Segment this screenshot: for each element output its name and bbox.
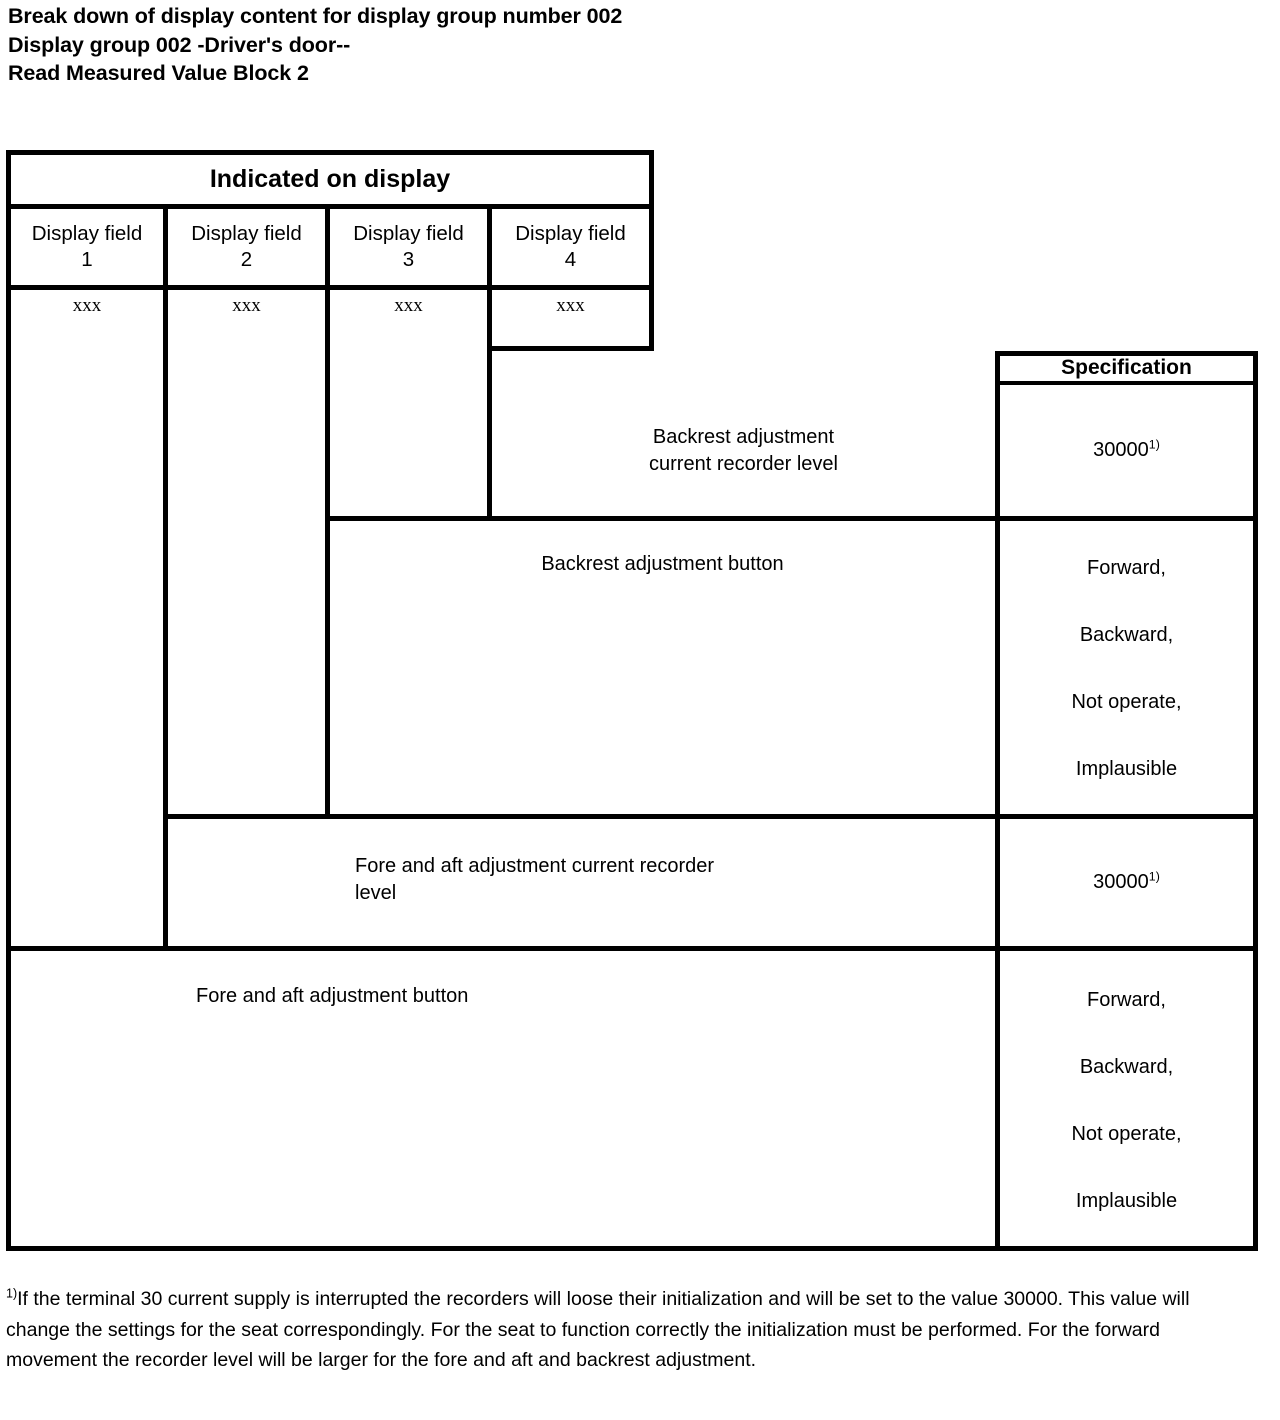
step-tread-4: [6, 946, 1258, 951]
display-field-3-label: Display field: [353, 222, 464, 245]
display-field-4-header: Display field 4: [492, 209, 649, 285]
row-3-spec-footnote-mark: 1): [1148, 869, 1160, 884]
heading-line-1: Break down of display content for displa…: [8, 4, 623, 28]
row-3-description: Fore and aft adjustment current recorder…: [355, 853, 995, 915]
display-field-4-value: xxx: [556, 295, 585, 316]
display-field-1-header: Display field 1: [11, 209, 163, 285]
row-2-spec-option-2: Backward,: [1079, 624, 1174, 646]
footnote: 1)If the terminal 30 current supply is i…: [6, 1284, 1196, 1376]
row-4-spec-option-1: Forward,: [1087, 989, 1166, 1011]
row-4-spec-option-3: Not operate,: [1071, 1123, 1182, 1145]
row-4-spec-option-4: Implausible: [1075, 1190, 1178, 1212]
spec-column-divider: [995, 351, 1000, 1251]
display-field-1-value: xxx: [72, 295, 102, 316]
table-left-border: [6, 150, 11, 1251]
display-field-2-label: Display field: [191, 222, 302, 245]
row-2-spec-option-4: Implausible: [1075, 758, 1178, 780]
row-1-description-line-1: Backrest adjustment: [652, 425, 835, 448]
column-divider-2: [325, 209, 330, 819]
table-right-border: [1253, 351, 1258, 1251]
display-field-3-value: xxx: [394, 295, 423, 316]
row-2-specification: Forward, Backward, Not operate, Implausi…: [1000, 535, 1253, 815]
row-2-spec-option-1: Forward,: [1087, 557, 1166, 579]
row-4-description: Fore and aft adjustment button: [196, 983, 995, 1017]
step-tread-2: [325, 516, 1258, 521]
heading-line-3: Read Measured Value Block 2: [8, 61, 309, 85]
rule-under-field-names: [6, 285, 654, 290]
indicated-on-display-header: Indicated on display: [209, 165, 451, 193]
table-bottom-border: [6, 1246, 1258, 1251]
display-field-1-number: 1: [81, 248, 93, 271]
row-4-spec-option-2: Backward,: [1079, 1056, 1174, 1078]
display-field-4-label: Display field: [515, 222, 626, 245]
heading-line-2: Display group 002 -Driver's door--: [8, 32, 351, 57]
column-divider-1: [163, 209, 168, 951]
rule-under-spec-header: [995, 381, 1258, 385]
footnote-mark: 1): [6, 1286, 18, 1301]
display-field-3-number: 3: [402, 248, 415, 271]
specification-header: Specification: [1061, 355, 1192, 379]
row-3-description-line-1: Fore and aft adjustment current recorder: [355, 855, 715, 877]
row-2-description-line-1: Backrest adjustment button: [541, 553, 784, 575]
row-4-description-line-1: Fore and aft adjustment button: [196, 985, 469, 1007]
step-tread-1: [487, 346, 654, 351]
row-3-spec-value: 30000: [1093, 871, 1149, 893]
row-1-specification: 300001): [1000, 385, 1253, 516]
row-1-spec-value: 30000: [1093, 439, 1149, 461]
row-2-description: Backrest adjustment button: [330, 551, 995, 585]
rule-under-display-header: [6, 204, 654, 209]
display-field-2-number: 2: [240, 248, 253, 271]
table-top-border: [6, 150, 654, 155]
spec-header-top-border: [995, 351, 1258, 356]
page-heading: Break down of display content for displa…: [8, 2, 1208, 88]
row-1-description: Backrest adjustment current recorder leve…: [492, 385, 995, 516]
step-tread-3: [163, 814, 1258, 819]
row-2-spec-option-3: Not operate,: [1071, 691, 1182, 713]
row-3-specification: 300001): [1000, 819, 1253, 946]
display-field-2-header: Display field 2: [168, 209, 325, 285]
row-1-description-line-2: current recorder level: [649, 452, 838, 475]
row-1-spec-footnote-mark: 1): [1148, 437, 1160, 452]
column-divider-3: [487, 209, 492, 521]
display-field-2-value: xxx: [232, 295, 261, 316]
display-field-4-number: 4: [564, 248, 577, 271]
measured-value-block-table: Indicated on display Display field 1 Disp…: [6, 150, 1258, 1251]
display-field-3-header: Display field 3: [330, 209, 487, 285]
footnote-text: If the terminal 30 current supply is int…: [6, 1288, 1190, 1371]
step-riser-1: [649, 150, 654, 351]
display-field-1-label: Display field: [31, 222, 143, 245]
row-4-specification: Forward, Backward, Not operate, Implausi…: [1000, 967, 1253, 1247]
row-3-description-line-2: level: [355, 882, 397, 904]
